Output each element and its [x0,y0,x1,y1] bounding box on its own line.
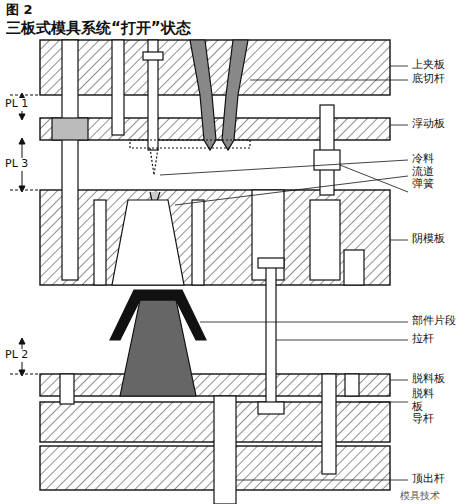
part-label: 脱料板 [412,373,445,386]
figure-title: 三板式模具系统“打开”状态 [6,20,191,37]
part-label: 脱料板 导杆 [412,388,437,426]
part-label: 底切杆 [412,73,445,86]
part-label: 浮动板 [412,118,445,131]
parting-line-label: PL 1 [4,98,29,111]
parting-line-label: PL 2 [4,349,29,362]
watermark: 模具技术 [400,490,440,502]
part-label: 阴模板 [412,233,445,246]
part-label: 顶出杆 [412,473,445,486]
part-label: 上夹板 [412,59,445,72]
figure-number: 图 2 [6,3,33,18]
part-label: 部件片段 [412,315,456,328]
parting-line-label: PL 3 [4,158,29,171]
part-label: 冷料 流道 弹簧 [412,153,437,191]
part-label: 拉杆 [412,333,434,346]
